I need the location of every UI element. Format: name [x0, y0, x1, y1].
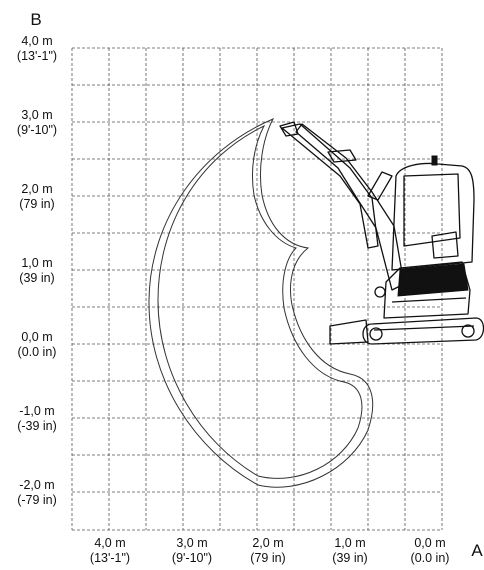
- y-tick-imperial: (39 in): [19, 271, 54, 285]
- y-tick-imperial: (-39 in): [17, 419, 57, 433]
- track-inner-line: [373, 325, 475, 331]
- x-tick-metric: 3,0 m: [176, 536, 207, 550]
- boom-pivot: [374, 286, 386, 298]
- x-tick-imperial: (13'-1"): [90, 551, 130, 565]
- arm: [281, 123, 379, 249]
- x-tick-imperial: (79 in): [250, 551, 285, 565]
- x-tick-imperial: (0.0 in): [411, 551, 450, 565]
- x-tick-metric: 1,0 m: [334, 536, 365, 550]
- y-tick-metric: 3,0 m: [21, 108, 52, 122]
- grid-vertical-lines: [71, 48, 443, 530]
- x-tick-labels: 4,0 m (13'-1") 3,0 m (9'-10") 2,0 m (79 …: [90, 536, 450, 565]
- envelope-outer-outline: [148, 117, 374, 488]
- x-tick-metric: 4,0 m: [94, 536, 125, 550]
- arm-cylinder: [327, 149, 357, 163]
- upper-structure: [383, 261, 471, 319]
- y-tick-metric: -2,0 m: [19, 478, 54, 492]
- y-tick-imperial: (13'-1"): [17, 49, 57, 63]
- x-tick-imperial: (9'-10"): [172, 551, 212, 565]
- y-tick-imperial: (9'-10"): [17, 123, 57, 137]
- track-idler-wheel: [369, 327, 383, 341]
- boom: [295, 123, 405, 291]
- y-tick-metric: 4,0 m: [21, 34, 52, 48]
- y-tick-imperial: (0.0 in): [18, 345, 57, 359]
- cab-window: [403, 173, 461, 247]
- x-tick-metric: 0,0 m: [414, 536, 445, 550]
- x-tick-metric: 2,0 m: [252, 536, 283, 550]
- y-tick-metric: 0,0 m: [21, 330, 52, 344]
- grid: [71, 47, 443, 531]
- dozer-blade: [329, 319, 369, 345]
- bucket: [279, 121, 299, 137]
- crawler-track: [362, 317, 484, 345]
- beacon-light: [431, 155, 438, 166]
- y-tick-imperial: (-79 in): [17, 493, 57, 507]
- y-tick-metric: 2,0 m: [21, 182, 52, 196]
- x-tick-imperial: (39 in): [332, 551, 367, 565]
- excavator: [279, 121, 484, 345]
- track-sprocket-wheel: [461, 324, 475, 338]
- grid-horizontal-lines: [72, 47, 442, 531]
- x-axis-name: A: [471, 541, 483, 560]
- working-envelope: [148, 117, 374, 488]
- cab: [391, 162, 475, 271]
- y-tick-metric: -1,0 m: [19, 404, 54, 418]
- boom-cylinder: [367, 171, 393, 201]
- counterweight-line: [391, 297, 467, 303]
- y-tick-imperial: (79 in): [19, 197, 54, 211]
- operator-seat: [431, 231, 459, 259]
- y-tick-labels: 4,0 m (13'-1") 3,0 m (9'-10") 2,0 m (79 …: [17, 34, 57, 507]
- y-tick-metric: 1,0 m: [21, 256, 52, 270]
- envelope-inner-outline: [157, 124, 363, 479]
- y-axis-name: B: [30, 10, 41, 29]
